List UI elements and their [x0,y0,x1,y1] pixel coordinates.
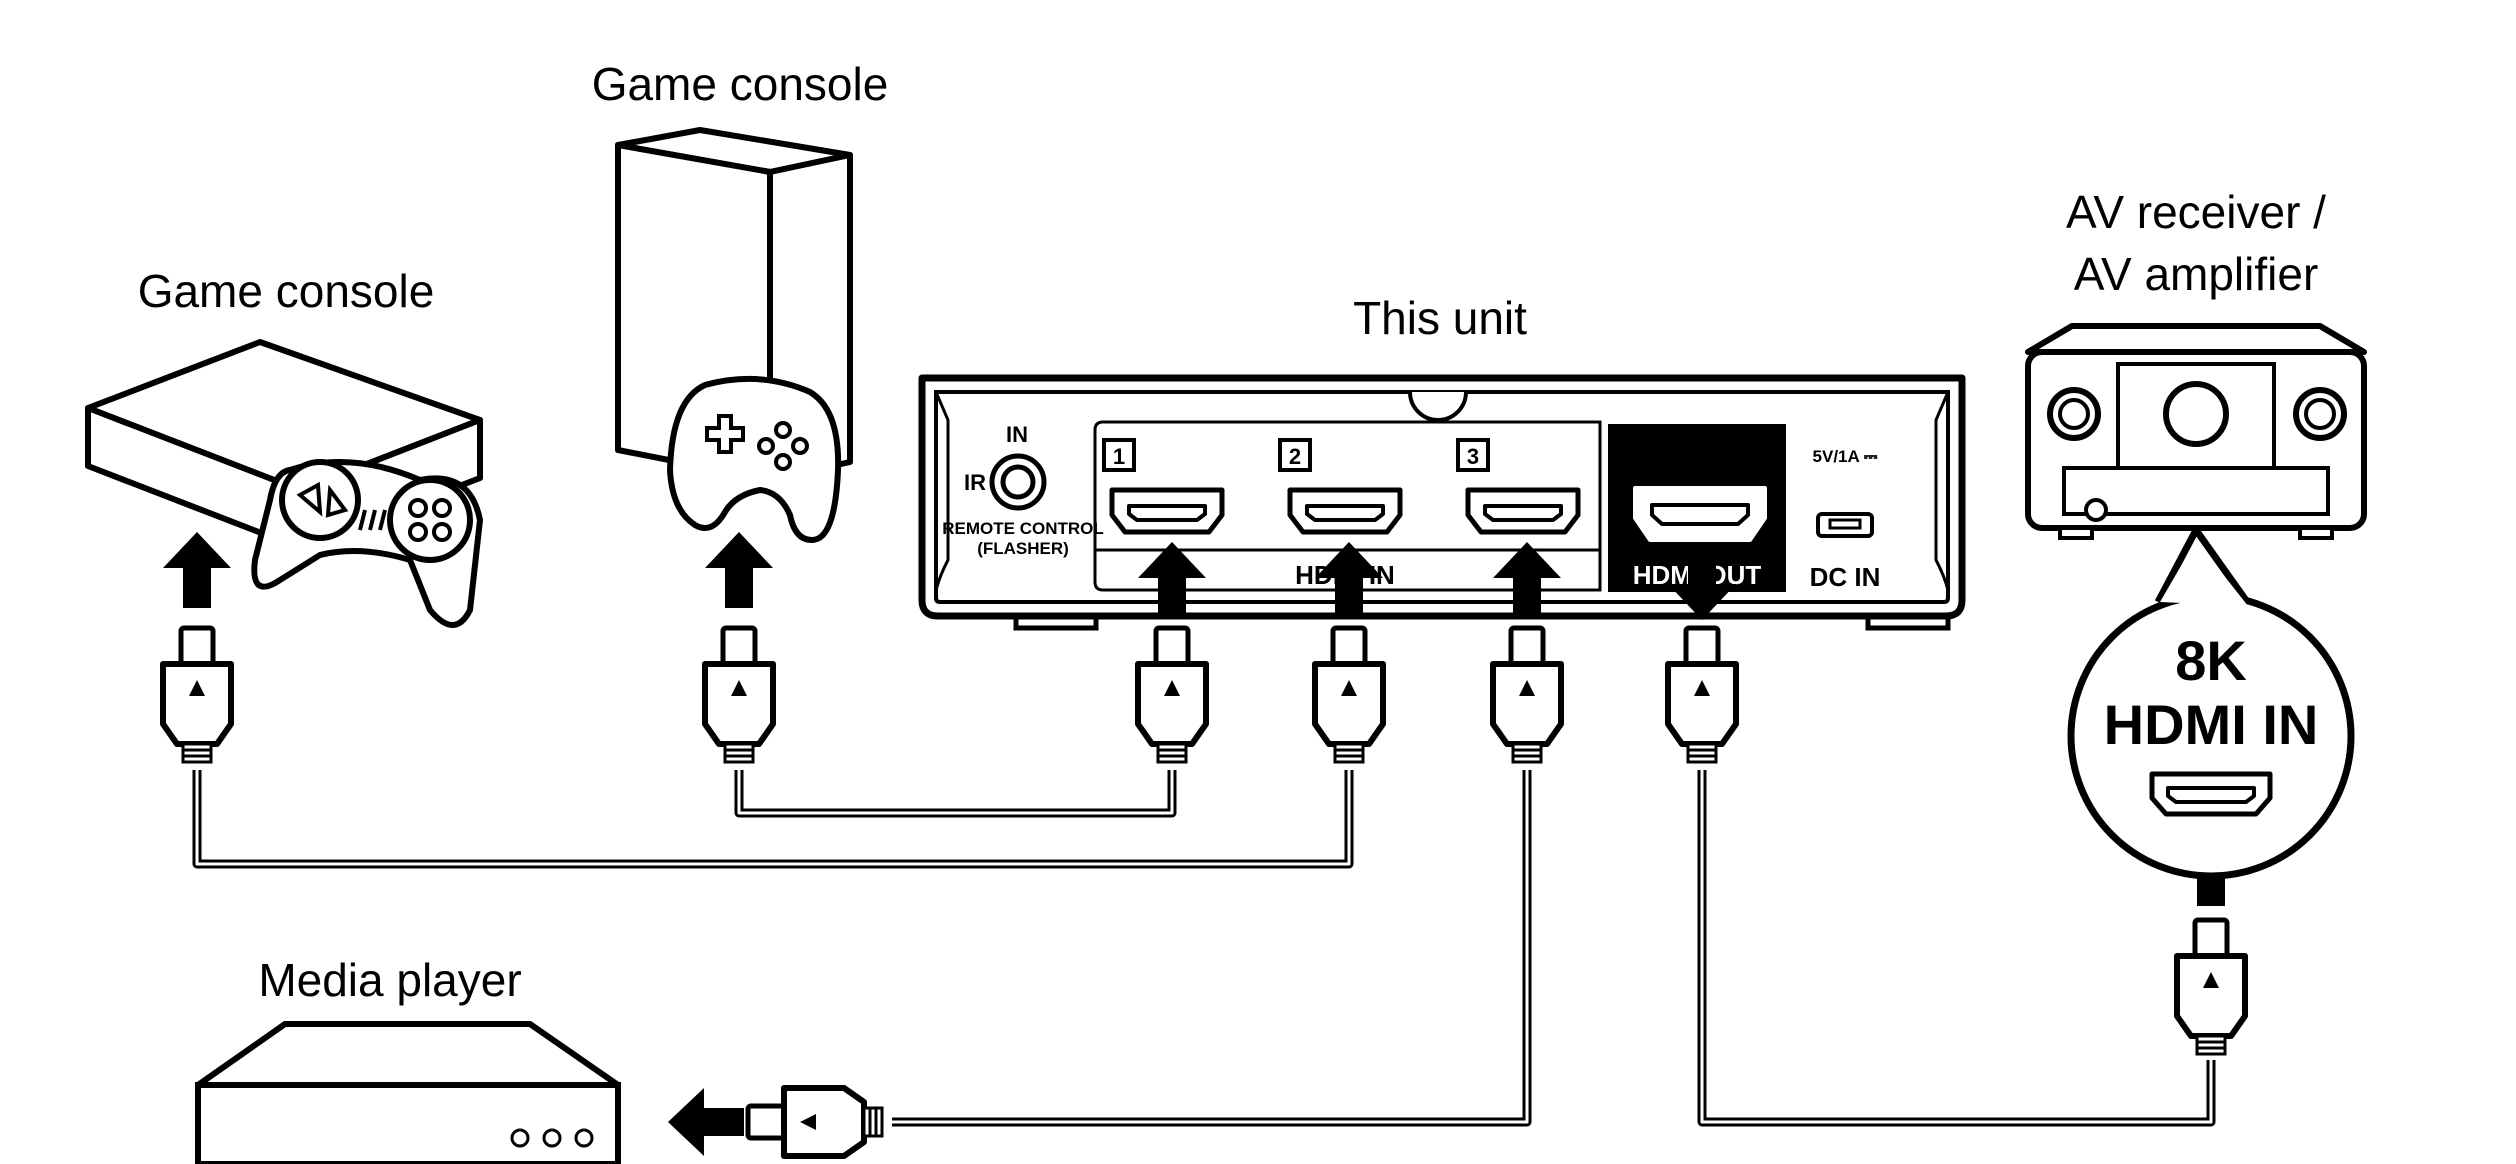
label-this-unit: This unit [1353,292,1527,344]
label-av-receiver-line1: AV receiver / [2066,186,2326,238]
hdmi-plug-icon [2177,920,2245,1054]
cable-game-console-to-in2 [192,770,1354,869]
hdmi-plug-icon [163,628,231,762]
gamepad-icon [251,459,483,628]
knob-icon [2163,381,2229,447]
cable-out-to-av-receiver [1697,770,2216,1127]
callout-8k-label: 8K [2175,629,2247,692]
input-number-2: 2 [1278,438,1312,472]
ir-jack [989,453,1047,511]
game-console-tower [615,127,853,543]
power-rating-label: 5V/1A ⎓ [1813,447,1878,466]
knob-icon [2047,387,2101,441]
svg-text:1: 1 [1113,444,1125,469]
input-number-1: 1 [1102,438,1136,472]
hdmi-in-1-port [1112,490,1222,532]
hdmi-in-callout: 8K HDMI IN [2067,526,2355,880]
arrow-icon [163,532,231,608]
dc-in-port [1816,512,1874,538]
hdmi-plug-icon [1138,628,1206,762]
gamepad-icon [667,375,842,543]
media-player [195,1021,621,1164]
hdmi-plug-icon [705,628,773,762]
callout-hdmi-in-label: HDMI IN [2104,693,2319,756]
av-receiver [2025,323,2367,540]
hdmi-plug-icon [1315,628,1383,762]
label-media-player: Media player [258,954,521,1006]
knob-icon [2293,387,2347,441]
svg-text:3: 3 [1467,444,1479,469]
hdmi-plug-icon [1668,628,1736,762]
arrow-icon [705,532,773,608]
cable-tower-to-in1 [734,770,1177,818]
cable-in3-to-media-player [892,770,1532,1127]
svg-text:2: 2 [1289,444,1301,469]
hdmi-out-port [1633,486,1767,542]
remote-control-label: REMOTE CONTROL [942,519,1104,538]
ir-label: IR [964,470,986,495]
hdmi-plug-icon [1493,628,1561,762]
input-number-3: 3 [1456,438,1490,472]
hdmi-in-2-port [1290,490,1400,532]
hdmi-in-3-port [1468,490,1578,532]
label-av-receiver-line2: AV amplifier [2074,248,2319,300]
label-game-console-tower: Game console [592,58,889,110]
ir-in-label: IN [1006,422,1028,447]
hdmi-port-icon [2149,771,2273,817]
this-unit-panel: IN IR REMOTE CONTROL (FLASHER) 1 2 3 HDM… [918,374,1966,631]
dc-in-label: DC IN [1810,562,1881,592]
label-game-console-left: Game console [138,265,435,317]
flasher-label: (FLASHER) [977,539,1069,558]
arrow-icon [668,1088,744,1156]
hdmi-plug-icon [748,1088,882,1156]
game-console-left [85,339,483,628]
